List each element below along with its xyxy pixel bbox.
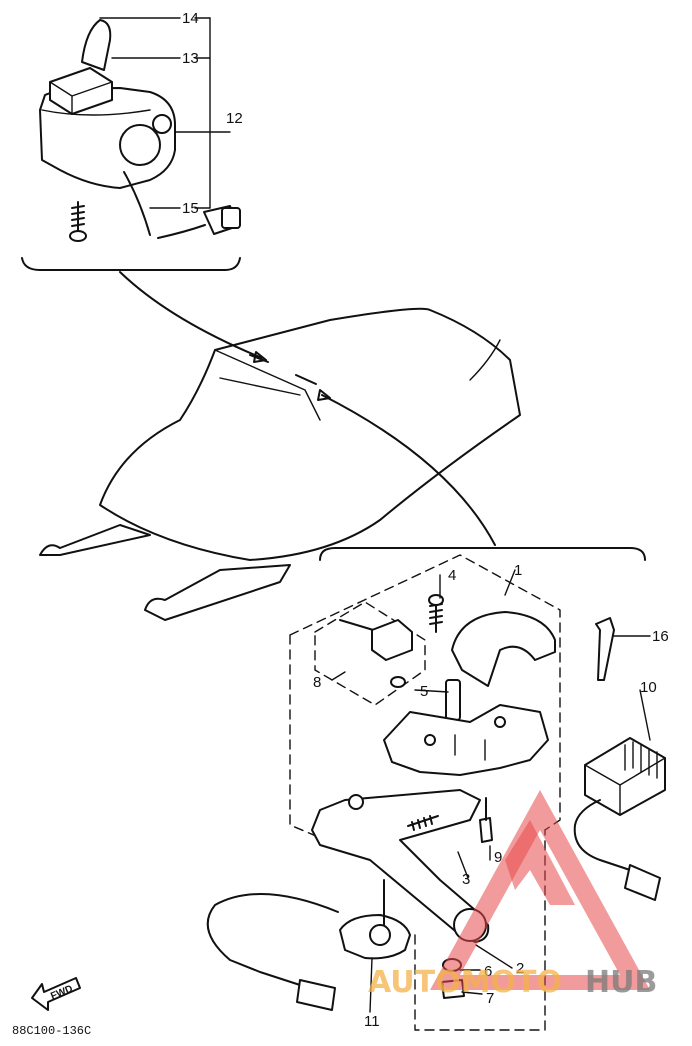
module-wire [573,799,631,871]
callout-4: 4 [448,567,456,584]
callout-8: 8 [313,674,321,691]
callout-7: 7 [486,990,494,1007]
callout-5: 5 [420,683,428,700]
callout-14: 14 [182,10,199,27]
throttle-cable [123,171,151,236]
screw-3 [407,815,439,831]
control-cover [451,611,556,687]
connector-end [221,207,241,229]
bracket-posts [454,734,486,761]
cable-lead [157,224,206,239]
bracket-hole-2 [494,716,506,728]
housing-boss [119,124,161,166]
module-ribs [624,741,658,779]
watermark-triangle-logo [430,790,650,990]
callout-11: 11 [364,1013,380,1030]
arrow-head-1 [253,351,267,363]
housing-edge [41,109,151,116]
snowmobile-hood [39,271,521,621]
callout-1: 1 [514,562,522,579]
watermark-inner-mark [505,820,575,905]
drawing-code: 88C100-136C [12,1024,91,1038]
callout-10: 10 [640,679,657,696]
assembly-leaders [331,569,651,1013]
housing-cap [49,67,113,115]
watermark-brand-left: AUTOMOTO [368,965,562,1000]
automotohub-watermark: AUTOMOTO HUB [368,790,657,1000]
arrow-head-2 [317,389,331,401]
inset-leader-ticks [194,17,211,209]
hood-body [99,307,521,561]
control-assembly [206,547,666,1031]
screw-4-head [428,594,444,606]
forward-arrow: FWD [31,977,81,1011]
mount-bracket [383,704,549,776]
callout-13: 13 [182,50,199,67]
throttle-housing-inset [21,17,241,271]
bolt-9 [479,817,493,843]
sensor-wire [206,893,339,986]
housing-screw-head [152,114,172,134]
callout-6: 6 [484,963,492,980]
cable-tie [595,617,615,681]
hood-to-assembly-leader [321,394,496,546]
module-edges [584,757,666,816]
assembly-outline-lower [414,829,546,1031]
watermark-brand-right: HUB [585,965,657,1000]
windshield [214,349,321,421]
housing-screw-head-2 [69,230,87,242]
sensor-connector [296,979,336,1011]
arm-pivot [348,794,364,810]
hood-crease [469,339,501,381]
subset-8-outline [314,601,426,706]
callout-12: 12 [226,110,243,127]
callout-15: 15 [182,200,199,217]
callout-2: 2 [516,960,524,977]
assembly-bracket [319,547,646,561]
spacer-5 [445,679,461,721]
callout-16: 16 [652,628,669,645]
sensor-hub [369,924,391,946]
bracket-hole-1 [424,734,436,746]
module-connector [624,864,661,901]
inset-bracket [21,257,241,271]
callout-9: 9 [494,849,502,866]
left-ski [39,524,151,556]
callout-3: 3 [462,871,470,888]
fwd-label: FWD [49,984,74,1003]
cap-edges [49,81,113,115]
control-module [584,737,666,816]
fwd-arrow-icon [31,977,81,1011]
right-ski [144,564,291,621]
throttle-lever [81,19,112,71]
housing-screw [71,201,85,233]
subset-washer [390,676,406,688]
subset-block [371,619,413,661]
callout-labels: 14 13 12 15 1 4 8 5 16 10 9 3 2 6 7 11 [182,10,669,1030]
inset-to-hood-leader [119,271,263,359]
inset-leaders [99,17,231,209]
